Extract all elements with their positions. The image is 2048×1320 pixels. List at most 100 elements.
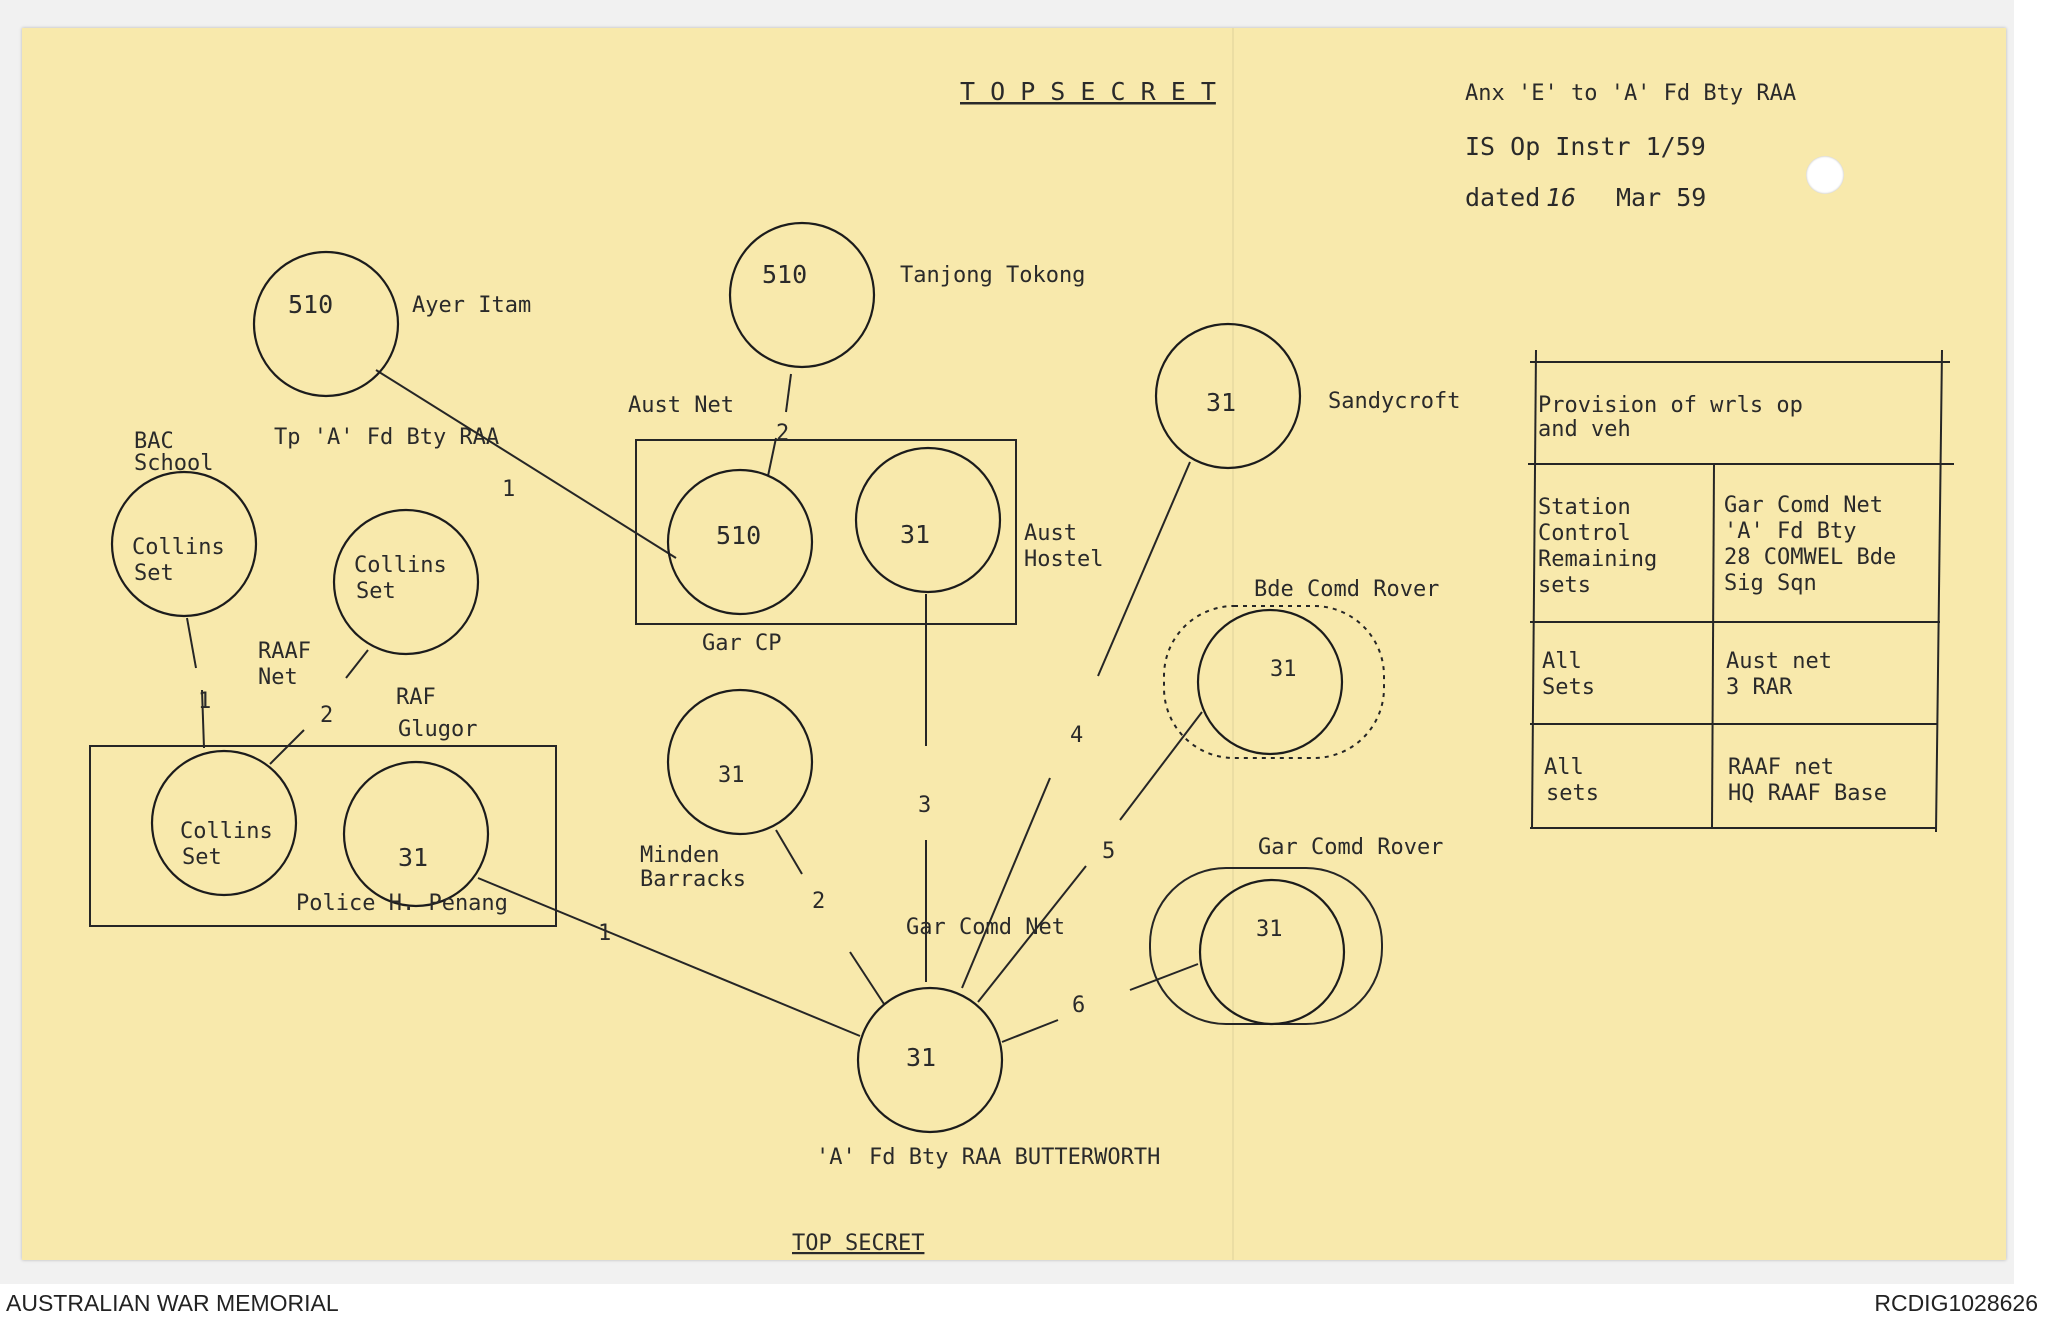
table-r3-left-1: All [1544,755,1584,780]
station-butterworth-circle [856,986,1004,1134]
table-r1-right-1: Gar Comd Net [1724,493,1883,518]
station-butterworth-number: 31 [906,1043,936,1072]
table-r2-right-2: 3 RAR [1726,675,1793,700]
raaf-net-label-1: RAAF [258,639,311,664]
link-number-tanjong-to-cp: 2 [776,421,789,446]
aust-hostel-label-2: Hostel [1024,547,1103,572]
gar-cp-label: Gar CP [702,631,781,656]
gar-cp-box [635,439,1017,625]
station-ayer-itam-number: 510 [288,290,333,319]
link-bde-rover-lower [977,865,1087,1003]
bde-comd-rover-number: 31 [1270,657,1297,682]
police-hq-set-1: Collins [180,819,273,844]
police-hq-31-circle [342,760,490,908]
page-fold [1232,28,1234,1260]
table-r2-left-2: Sets [1542,675,1595,700]
raaf-net-set-1: Collins [354,553,447,578]
gar-cp-510-number: 510 [716,521,761,550]
gar-comd-rover-circle [1198,878,1346,1026]
bde-comd-rover-circle [1196,608,1344,756]
link-minden-lower [849,951,885,1005]
table-r2-left-1: All [1542,649,1582,674]
minden-label-2: Barracks [640,867,746,892]
station-sandycroft-label: Sandycroft [1328,389,1460,414]
aust-hostel-label-1: Aust [1024,521,1077,546]
provision-title-1: Provision of wrls op [1538,393,1803,418]
gar-cp-31-number: 31 [900,520,930,549]
link-number-bac-to-police: 1 [198,689,211,714]
link-gar-rover-lower [1001,1019,1059,1043]
station-tanjong-tokong-circle [728,221,876,369]
link-number-bde-rover: 5 [1102,839,1115,864]
raf-glugor-label-2: Glugor [398,717,477,742]
raaf-net-label-2: Net [258,665,298,690]
table-r1-right-2: 'A' Fd Bty [1724,519,1856,544]
station-tanjong-tokong-label: Tanjong Tokong [900,263,1085,288]
station-bac-school-circle [110,470,258,618]
table-r1-left-2: Control [1538,521,1631,546]
instruction-line: IS Op Instr 1/59 [1465,132,1706,161]
table-r1-right-4: Sig Sqn [1724,571,1817,596]
gar-cp-510-circle [666,468,814,616]
table-r1-right-3: 28 COMWEL Bde [1724,545,1896,570]
link-bde-rover-upper [1119,711,1203,821]
link-raaf-upper [345,649,369,679]
minden-label-1: Minden [640,843,719,868]
raf-glugor-label-1: RAF [396,685,436,710]
punch-hole [1806,156,1844,194]
link-sandycroft-lower [961,777,1051,989]
station-ayer-itam-label: Ayer Itam [412,293,531,318]
table-r1-left-1: Station [1538,495,1631,520]
archive-footer: AUSTRALIAN WAR MEMORIAL RCDIG1028626 [0,1284,2048,1320]
bac-school-set-1: Collins [132,535,225,560]
link-number-minden: 2 [812,889,825,914]
classification-bottom: TOP SECRET [792,1231,924,1256]
station-raaf-net-circle [332,508,480,656]
table-r2-right-1: Aust net [1726,649,1832,674]
link-gar-rover-upper [1129,963,1199,991]
gar-comd-rover-label: Gar Comd Rover [1258,835,1443,860]
link-number-cp-to-butterworth: 3 [918,793,931,818]
tp-a-fd-bty-label: Tp 'A' Fd Bty RAA [274,425,499,450]
classification-top: T O P S E C R E T [960,77,1216,106]
raaf-net-set-2: Set [356,579,396,604]
gar-comd-rover-number: 31 [1256,917,1283,942]
link-police-to-butterworth [477,877,861,1037]
station-tanjong-tokong-number: 510 [762,260,807,289]
station-minden-circle [666,688,814,836]
table-r1-left-3: Remaining [1538,547,1657,572]
link-bac-upper [186,617,197,669]
police-hq-number: 31 [398,843,428,872]
station-butterworth-label: 'A' Fd Bty RAA BUTTERWORTH [816,1145,1160,1170]
annex-line: Anx 'E' to 'A' Fd Bty RAA [1465,81,1796,106]
bde-comd-rover-label: Bde Comd Rover [1254,577,1439,602]
table-r3-left-2: sets [1546,781,1599,806]
police-hq-box [89,745,557,927]
link-tanjong-lower [767,437,777,477]
provision-table [1528,349,1954,833]
station-sandycroft-circle [1154,322,1302,470]
archive-name: AUSTRALIAN WAR MEMORIAL [6,1290,339,1316]
table-r3-right-1: RAAF net [1728,755,1834,780]
link-number-ayer-to-cp: 1 [502,477,515,502]
bde-comd-rover-vehicle [1163,605,1385,759]
dated-suffix: Mar 59 [1616,183,1706,212]
table-r1-left-4: sets [1538,573,1591,598]
link-number-gar-rover: 6 [1072,993,1085,1018]
link-tanjong-upper [785,373,792,413]
archive-id: RCDIG1028626 [1874,1290,2038,1316]
police-hq-set-2: Set [182,845,222,870]
link-minden-upper [775,829,803,875]
link-number-raaf-to-police: 2 [320,703,333,728]
provision-title-2: and veh [1538,417,1631,442]
link-ayer-to-cp [375,369,677,559]
gar-cp-31-circle [854,446,1002,594]
dated-day: 16 [1546,183,1576,212]
police-hq-label: Police H. Penang [296,891,508,916]
link-bac-lower [201,689,205,749]
table-r3-right-2: HQ RAAF Base [1728,781,1887,806]
bac-school-set-2: Set [134,561,174,586]
link-sandycroft-upper [1097,461,1191,677]
dated-prefix: dated [1465,183,1540,212]
police-hq-collins-circle [150,749,298,897]
